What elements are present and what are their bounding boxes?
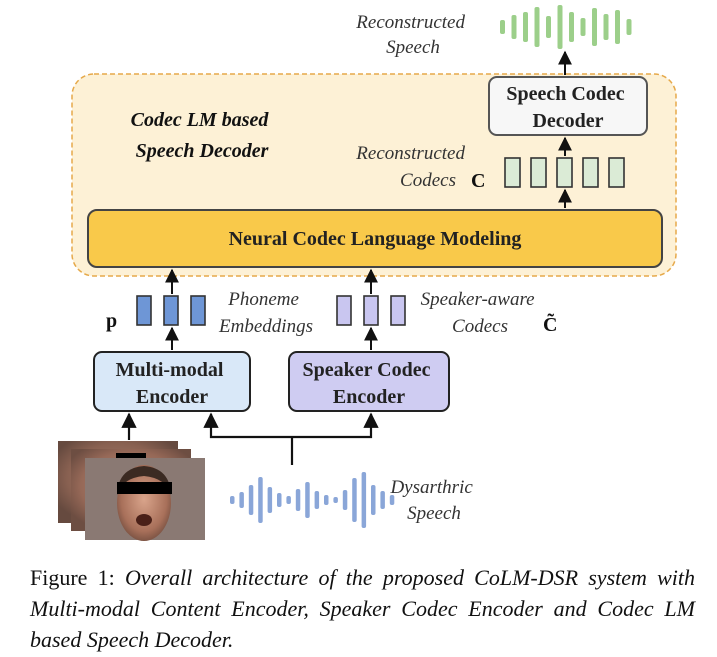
waveform-bar (286, 496, 291, 504)
dysarthric-speech-label: Dysarthric Speech (389, 477, 477, 524)
waveform-bar (342, 490, 348, 510)
video-frame (85, 458, 205, 541)
waveform-bar (277, 493, 282, 507)
audio-to-spk-encoder-line (292, 412, 379, 439)
waveform-bar (258, 477, 263, 523)
reconstructed-waveform (500, 5, 632, 49)
waveform-bar (592, 8, 597, 46)
speaker-codec-encoder-box (288, 351, 450, 412)
dysarthric-waveform (230, 472, 395, 528)
speech-codec-decoder-box (488, 76, 648, 136)
waveform-bar (511, 15, 517, 39)
waveform-bar (371, 485, 376, 515)
neural-codec-lm-label: Neural Codec Language Modeling (229, 228, 522, 250)
codec-token (582, 157, 599, 188)
waveform-bar (333, 497, 338, 503)
waveform-bar (239, 492, 244, 508)
phoneme-token (136, 295, 152, 326)
audio-to-mm-encoder-line (203, 412, 292, 439)
waveform-bar (580, 18, 586, 36)
speech-codec-decoder-label: Speech Codec Decoder (506, 83, 629, 132)
waveform-bar (557, 5, 563, 49)
waveform-bar (603, 14, 609, 40)
codec-symbol: C (471, 170, 485, 192)
waveform-bar (546, 16, 551, 38)
waveform-bar (361, 472, 367, 528)
phoneme-symbol: p (106, 310, 117, 332)
architecture-diagram: Reconstructed Speech Codec LM based Spee… (58, 5, 677, 541)
waveform-bar (267, 487, 273, 513)
waveform-bar (523, 12, 528, 42)
codec-token (504, 157, 521, 188)
speaker-aware-codec-tokens (336, 295, 406, 326)
waveform-bar (389, 495, 395, 505)
phoneme-token (163, 295, 179, 326)
codec-token (556, 157, 573, 188)
reconstructed-speech-label: Reconstructed Speech (355, 12, 469, 58)
video-frames-icon (58, 441, 205, 541)
waveform-bar (305, 482, 310, 518)
waveform-bar (615, 10, 620, 44)
waveform-bar (314, 491, 320, 509)
waveform-bar (500, 20, 505, 34)
reconstructed-codecs-label: Reconstructed Codecs (355, 143, 469, 191)
waveform-bar (352, 478, 357, 522)
waveform-bar (230, 496, 235, 504)
waveform-bar (380, 491, 385, 509)
figure-caption: Figure 1: Overall architecture of the pr… (30, 562, 695, 655)
speaker-token (363, 295, 379, 326)
multimodal-encoder-label: Multi-modal Encoder (116, 359, 229, 408)
speaker-token (336, 295, 352, 326)
caption-prefix: Figure 1: (30, 565, 115, 590)
decoder-title: Codec LM based Speech Decoder (131, 109, 274, 162)
speaker-aware-codecs-label: Speaker-aware Codecs (421, 289, 540, 337)
phoneme-token (190, 295, 206, 326)
speaker-symbol: C̃ (543, 313, 557, 336)
phoneme-embeddings-label: Phoneme Embeddings (218, 289, 313, 337)
phoneme-embedding-tokens (136, 295, 206, 326)
codec-token (608, 157, 625, 188)
face-censor-bar (117, 482, 172, 494)
speaker-codec-encoder-label: Speaker Codec Encoder (303, 359, 436, 408)
waveform-bar (534, 7, 540, 47)
codec-token (530, 157, 547, 188)
waveform-bar (569, 12, 574, 42)
waveform-bar (626, 19, 632, 35)
reconstructed-codec-tokens (504, 157, 625, 188)
waveform-bar (295, 489, 301, 511)
waveform-bar (248, 485, 254, 515)
caption-body: Overall architecture of the proposed CoL… (30, 565, 696, 652)
multimodal-encoder-box (93, 351, 251, 412)
neural-codec-lm-box (87, 209, 663, 268)
waveform-bar (324, 495, 329, 505)
speaker-token (390, 295, 406, 326)
